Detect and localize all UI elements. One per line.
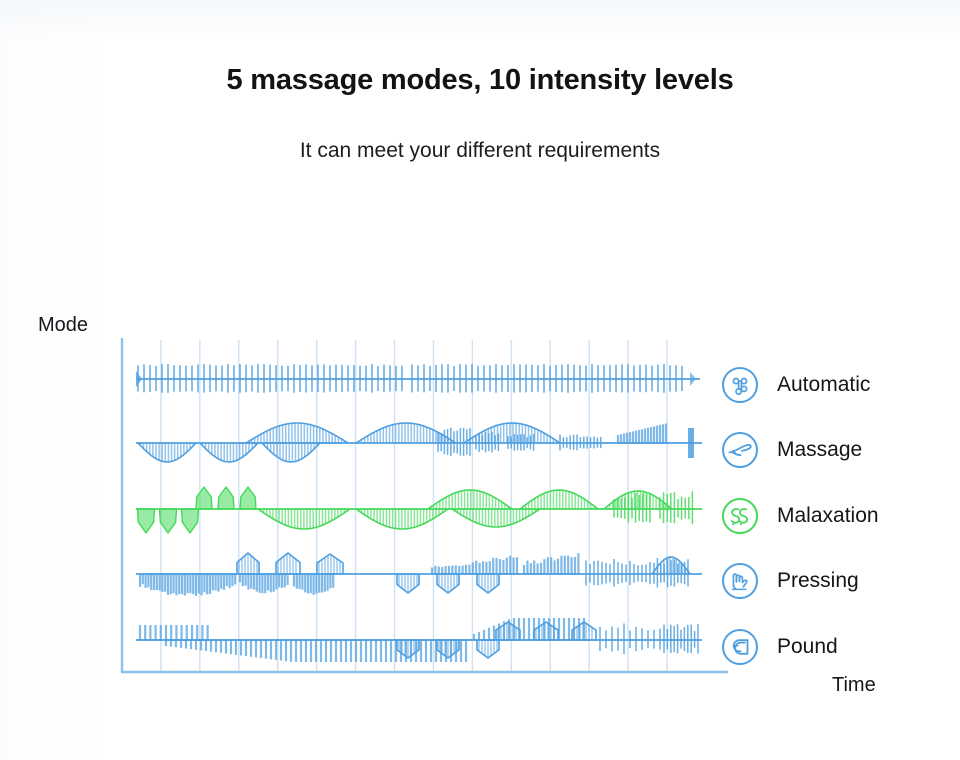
legend: Automatic Massage Malaxation — [720, 352, 950, 680]
legend-item-automatic[interactable]: Automatic — [720, 352, 950, 418]
chart-waveforms — [136, 364, 702, 662]
paddle-icon — [722, 432, 758, 469]
legend-item-pressing[interactable]: Pressing — [720, 549, 950, 615]
page-title: 5 massage modes, 10 intensity levels — [226, 64, 734, 96]
pressing-hand-icon — [722, 563, 758, 600]
legend-label: Malaxation — [777, 503, 879, 527]
legend-label: Pressing — [777, 569, 859, 593]
y-axis-label: Mode — [38, 314, 89, 336]
chart-axes — [120, 338, 728, 674]
legend-item-massage[interactable]: Massage — [720, 418, 950, 484]
legend-label: Massage — [777, 438, 863, 462]
legend-label: Automatic — [777, 372, 871, 396]
legend-item-pound[interactable]: Pound — [720, 614, 950, 680]
legend-label: Pound — [777, 634, 838, 658]
page-subtitle: It can meet your different requirements — [299, 139, 661, 162]
kneading-arrows-icon — [722, 497, 758, 534]
legend-item-malaxation[interactable]: Malaxation — [720, 483, 950, 549]
x-axis-label: Time — [832, 674, 876, 696]
command-icon — [722, 366, 758, 403]
fist-icon — [722, 628, 758, 665]
